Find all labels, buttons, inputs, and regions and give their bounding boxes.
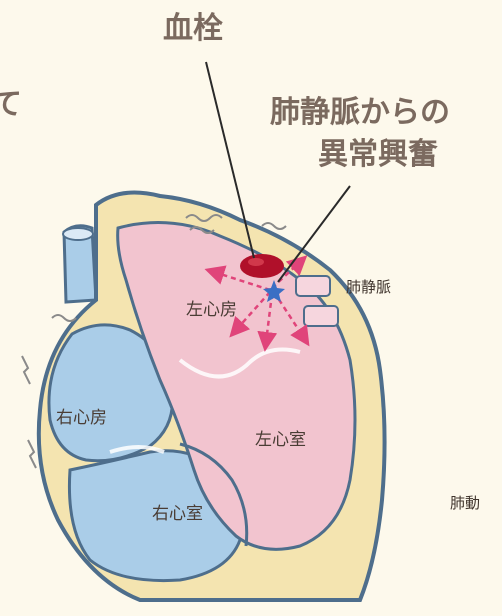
thrombus-leader-line: [205, 61, 255, 259]
ectopic-leader-line: [277, 185, 351, 283]
ectopic-label-line1: 肺静脈からの: [270, 95, 450, 130]
pulmonary-artery-label: 肺動: [450, 494, 481, 512]
left-atrium-label: 左心房: [186, 300, 237, 320]
right-ventricle-label: 右心室: [152, 504, 203, 524]
pulmonary-vein-label: 肺静脈: [346, 278, 392, 296]
pulmonary-vein-lower: [303, 305, 339, 327]
fibrillation-marks: [21, 214, 287, 469]
tricuspid-valve: [109, 445, 165, 454]
mitral-valve: [178, 347, 301, 379]
right-atrium-label: 右心房: [56, 408, 107, 428]
thrombus-label: 血栓: [163, 11, 223, 46]
edge-text-fragment: て: [0, 87, 22, 122]
thrombus-clot: [240, 254, 284, 278]
vena-cava-opening: [62, 227, 94, 241]
ectopic-focus-star: [263, 280, 285, 302]
interventricular-septum: [179, 442, 249, 547]
left-ventricle-label: 左心室: [255, 430, 306, 450]
pulmonary-vein-upper: [295, 275, 331, 297]
thrombus-highlight: [248, 258, 264, 266]
ectopic-label-line2: 異常興奮: [318, 137, 438, 172]
